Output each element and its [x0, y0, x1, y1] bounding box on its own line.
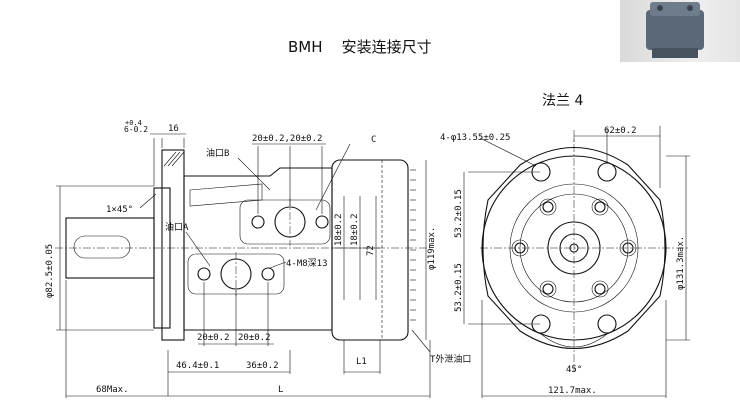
port-spacing-bottom-2: 20±0.2	[238, 333, 271, 343]
pilot-tol-sup: +0.4	[125, 119, 142, 127]
shaft-diameter: φ82.5±0.05	[45, 244, 55, 298]
length-l: L	[278, 385, 283, 395]
pilot-tolerance: 6-0.2	[124, 125, 148, 134]
flange-thickness: 16	[168, 124, 179, 134]
port-b-bolt-2	[315, 215, 329, 229]
width-121: 121.7max.	[548, 386, 597, 396]
drain-port-label: T外泄油口	[430, 353, 471, 365]
port-spacing-top: 20±0.2,20±0.2	[252, 134, 322, 144]
length-36: 36±0.2	[246, 361, 279, 371]
port-b-label: 油口B	[206, 147, 229, 159]
flange-outline	[482, 146, 666, 350]
height-18-bottom: 18±0.2	[350, 213, 360, 246]
height-72: 72	[366, 245, 376, 256]
port-a-label: 油口A	[165, 221, 189, 233]
bolt-thread-label: 4-M8深13	[286, 258, 328, 269]
body-diameter: φ119max.	[427, 227, 437, 270]
motor-photo-shape	[646, 2, 704, 58]
shaft-key	[73, 235, 131, 259]
front-dimension-lines	[463, 126, 690, 398]
diameter-131: φ131.3max.	[676, 236, 686, 290]
angle-45: 45°	[566, 365, 582, 375]
port-spacing-bottom-1: 20±0.2	[197, 333, 230, 343]
length-68: 68Max.	[96, 385, 129, 395]
housing-rib	[189, 183, 263, 207]
page-title: BMH 安装连接尺寸	[288, 38, 432, 56]
mark-c-label: C	[371, 135, 376, 145]
front-body-outline	[481, 155, 667, 341]
height-18-top: 18±0.2	[334, 213, 344, 246]
port-b-pad	[239, 199, 331, 245]
front-view: 4-φ13.55±0.25 62±0.2 53.2±0.15 53.2±0.15…	[440, 126, 690, 398]
side-dimension-lines	[56, 133, 431, 398]
pilot-circle	[547, 221, 601, 275]
port-a-bolt-1	[197, 267, 211, 281]
port-a-bolt-2	[261, 267, 275, 281]
motor-photo-icon	[620, 0, 740, 62]
side-view: +0.4 6-0.2 16 1×45° φ82.5±0.05 20±0.2,20…	[45, 119, 471, 398]
width-62: 62±0.2	[604, 126, 637, 136]
port-b-bolt-1	[251, 215, 265, 229]
chamfer-label: 1×45°	[106, 205, 133, 215]
length-l1: L1	[356, 357, 367, 367]
inner-bolts	[511, 198, 637, 298]
length-46: 46.4±0.1	[176, 361, 219, 371]
end-cover	[331, 159, 409, 341]
shaft-center	[569, 243, 579, 253]
height-top: 53.2±0.15	[454, 189, 464, 238]
inner-ring	[519, 193, 629, 303]
mount-flange	[161, 149, 185, 341]
height-bottom: 53.2±0.15	[454, 263, 464, 312]
flange-hatch	[163, 151, 185, 167]
shaft-circle	[559, 233, 589, 263]
end-cover-ribs	[410, 169, 416, 321]
flange-label: 法兰 4	[542, 93, 584, 109]
holes-label: 4-φ13.55±0.25	[440, 133, 510, 143]
bolt-circle	[509, 183, 639, 313]
